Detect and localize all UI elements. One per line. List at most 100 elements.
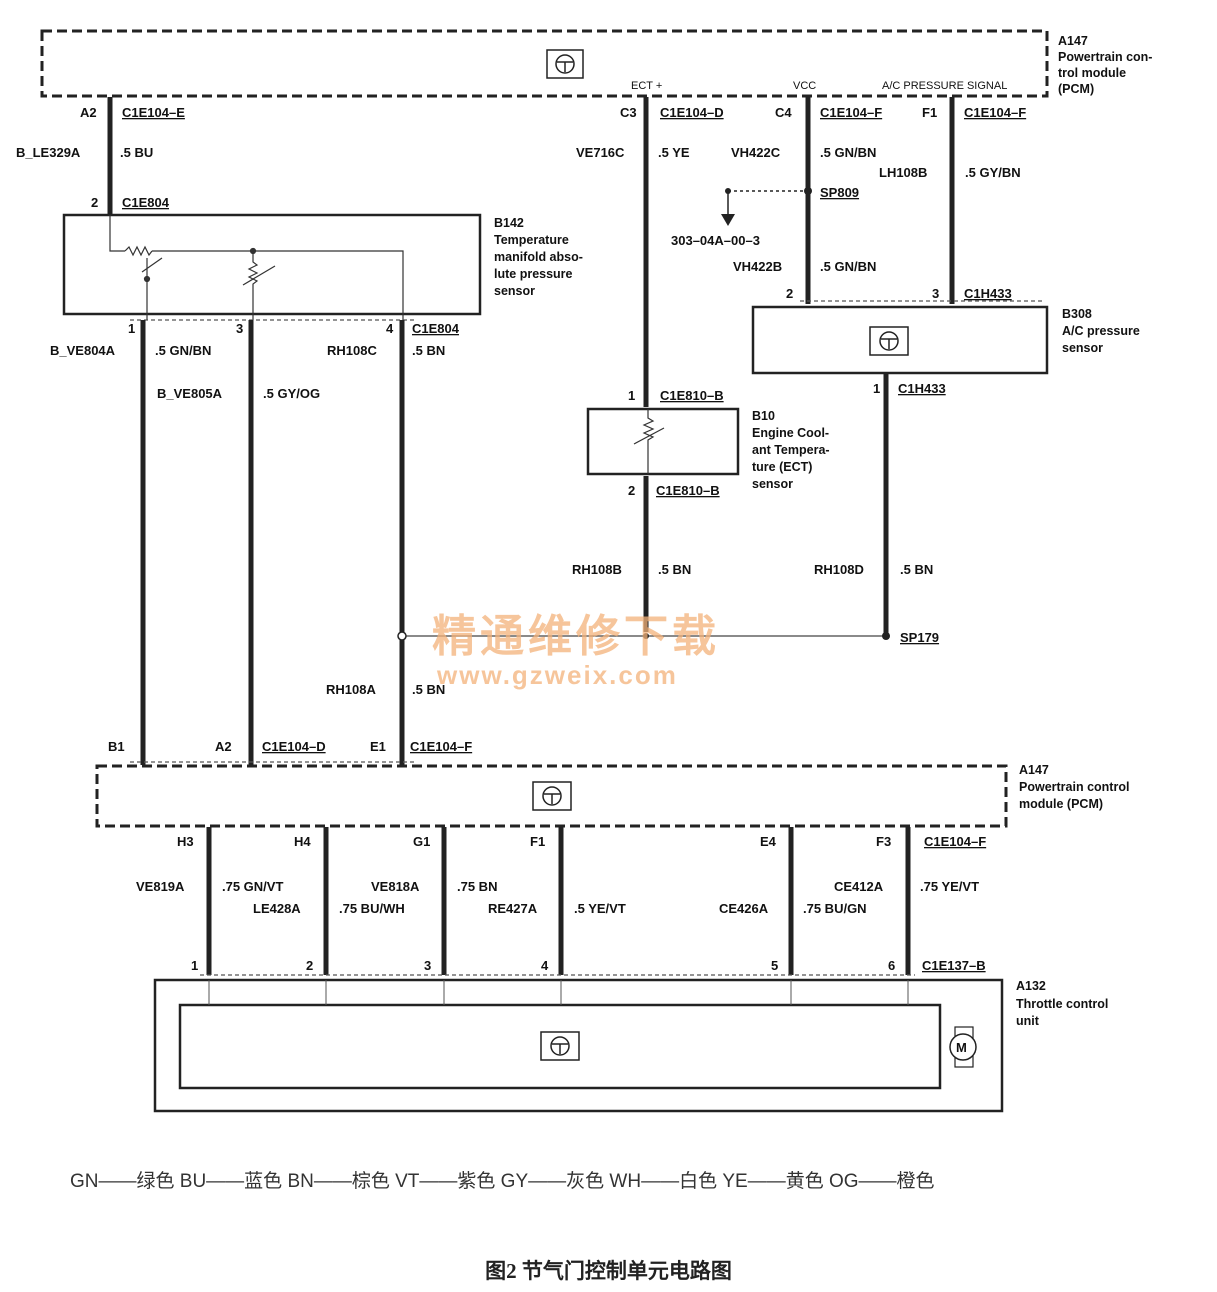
text-line: lute pressure [494,267,573,281]
conn-b308-bot: C1H433 [898,381,946,396]
conn-mid-f3: C1E104–F [924,834,986,849]
splice-sp179-label: SP179 [900,630,939,645]
wire-w4-spec: .5 BN [412,343,445,358]
wire-w3-spec: .5 GY/OG [263,386,320,401]
wire-w9-spec: .5 GN/BN [820,259,876,274]
b10-id: B10 [752,409,775,423]
text-line: ture (ECT) [752,460,812,474]
wire-w13-spec: .75 BU/WH [339,901,405,916]
conn-b10-top: C1E810–B [660,388,724,403]
pin-mid-e4: E4 [760,834,777,849]
splice-sp179-node-left [397,631,407,641]
wire-w9-circuit: VH422B [733,259,782,274]
b308-name: A/C pressure sensor [1062,324,1140,355]
pin-a132-1: 1 [191,958,198,973]
text-line: A/C pressure [1062,324,1140,338]
pin-top-c4: C4 [775,105,792,120]
pin-mid-e1: E1 [370,739,386,754]
conn-top-c4: C1E104–F [820,105,882,120]
a132-inner-box [178,1003,942,1090]
pin-b308-3: 3 [932,286,939,301]
splice-sp179-node-right [882,632,890,640]
conn-a132: C1E137–B [922,958,986,973]
signal-ect: ECT + [631,80,662,92]
pin-b142-2: 2 [91,195,98,210]
wire-w15-circuit: RE427A [488,901,538,916]
pin-b308-1: 1 [873,381,880,396]
wire-w2-circuit: B_VE804A [50,343,116,358]
pcm-mid-box [95,764,1008,828]
b308-box [751,305,1049,375]
text-line: (PCM) [1058,82,1094,96]
pin-b142-3: 3 [236,321,243,336]
b10-thermistor-icon [633,409,665,474]
pin-mid-h3: H3 [177,834,194,849]
wire-w6-circuit: VE716C [576,145,625,160]
wire-w6-spec: .5 YE [658,145,690,160]
pcm-mid-id: A147 [1019,763,1049,777]
splice-ref-label: 303–04A–00–3 [671,233,760,248]
conn-b142-top: C1E804 [122,195,170,210]
text-line: Temperature [494,233,569,247]
b308-icon [869,326,909,356]
wire-w17-circuit: CE412A [834,879,884,894]
wire-w1-circuit: B_LE329A [16,145,81,160]
pcm-top-id: A147 [1058,34,1088,48]
b142-internal-circuit [109,215,404,320]
pin-a132-4: 4 [541,958,549,973]
pcm-top-box [40,29,1049,98]
pcm-top-icon [546,49,584,79]
pin-b142-4: 4 [386,321,394,336]
conn-mid-a2: C1E104–D [262,739,326,754]
text-line: module (PCM) [1019,797,1103,811]
watermark-title: 精通维修下载 [432,612,720,661]
wire-w16-circuit: CE426A [719,901,769,916]
pin-top-f1: F1 [922,105,937,120]
splice-sp179-node-mid [643,633,649,639]
a132-name: Throttle control unit [1016,997,1108,1028]
text-line: sensor [752,477,793,491]
b142-box [62,213,482,316]
wire-w14-spec: .75 BN [457,879,497,894]
conn-top-c3: C1E104–D [660,105,724,120]
signal-vcc: VCC [793,80,816,92]
wire-w12-spec: .75 GN/VT [222,879,283,894]
text-line: Throttle control [1016,997,1108,1011]
conn-top-a2: C1E104–E [122,105,185,120]
wire-w11-spec: .5 BN [900,562,933,577]
wire-w15-spec: .5 YE/VT [574,901,626,916]
pin-a132-3: 3 [424,958,431,973]
wire-w2-spec: .5 GN/BN [155,343,211,358]
wire-w7-circuit: RH108B [572,562,622,577]
arrow-down-icon [721,214,735,226]
text-line: Engine Cool- [752,426,829,440]
wire-w17-spec: .75 YE/VT [920,879,979,894]
pcm-mid-icon [532,781,572,811]
figure-caption: 图2 节气门控制单元电路图 [485,1259,732,1283]
conn-b10-bot: C1E810–B [656,483,720,498]
pin-a132-6: 6 [888,958,895,973]
text-line: Powertrain control [1019,780,1129,794]
wire-w10-spec: .5 GY/BN [965,165,1021,180]
a132-outer-box [153,978,1004,1113]
pin-mid-a2: A2 [215,739,232,754]
pin-mid-g1: G1 [413,834,430,849]
text-line: unit [1016,1014,1040,1028]
conn-top-f1: C1E104–F [964,105,1026,120]
pcm-top-name: Powertrain con-trol module(PCM) [1058,50,1152,96]
b308-id: B308 [1062,307,1092,321]
signal-ac-pressure: A/C PRESSURE SIGNAL [882,80,1007,92]
color-legend: GN——绿色 BU——蓝色 BN——棕色 VT——紫色 GY——灰色 WH——白… [70,1171,935,1192]
b10-name: Engine Cool-ant Tempera-ture (ECT)sensor [752,426,830,491]
text-line: sensor [494,284,535,298]
pin-top-a2: A2 [80,105,97,120]
pin-mid-h4: H4 [294,834,311,849]
b142-id: B142 [494,216,524,230]
text-line: sensor [1062,341,1103,355]
a132-id: A132 [1016,979,1046,993]
a132-icon [540,1031,580,1061]
wiring-diagram: A147 Powertrain con-trol module(PCM) ECT… [16,29,1152,1113]
wire-w8-spec: .5 GN/BN [820,145,876,160]
wire-w11-circuit: RH108D [814,562,864,577]
